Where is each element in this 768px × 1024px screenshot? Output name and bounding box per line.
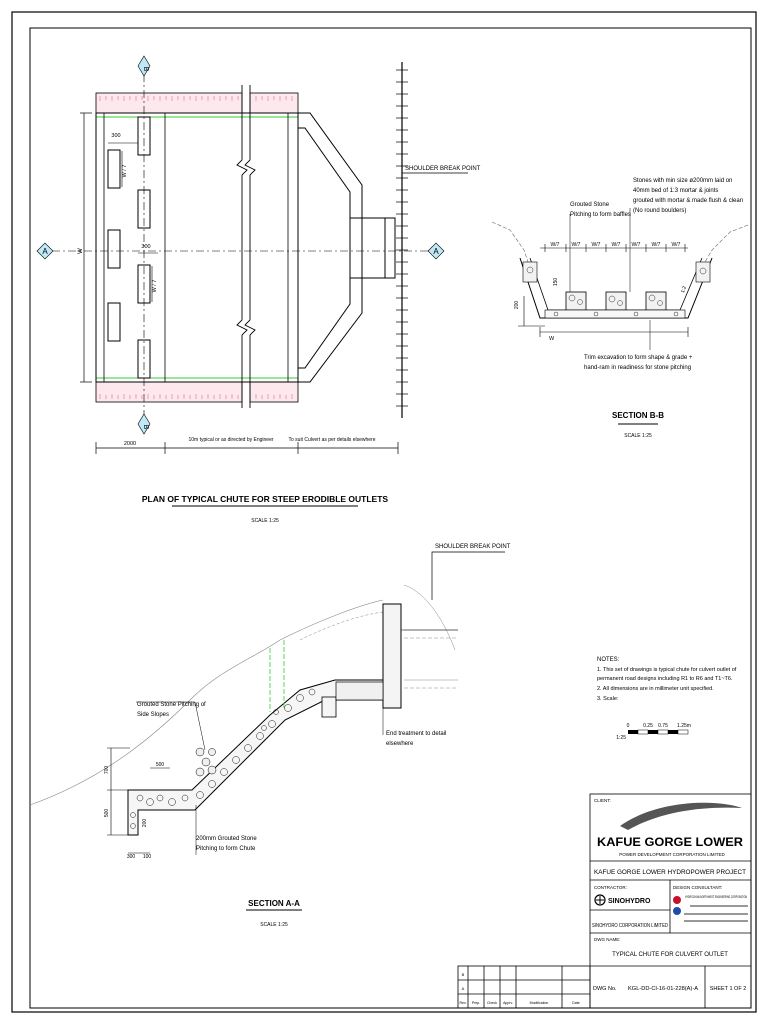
client-logo-swoosh-icon <box>620 802 742 830</box>
section-marker-b-top <box>137 55 151 77</box>
plan-dim-300-top: 300 <box>111 133 120 139</box>
bb-dim-200: 200 <box>514 301 520 310</box>
bb-note-grouted-2: Pitching to form baffles <box>570 212 631 218</box>
aa-note-side-2: Side Slopes <box>137 712 169 718</box>
plan-marker-b-bottom-label: B <box>142 425 149 430</box>
consultant-label: DESIGN CONSULTANT: <box>673 885 722 890</box>
rev-head-rev: Rev. <box>460 1001 467 1005</box>
rev-head-apprv: Apprv. <box>503 1001 513 1005</box>
bb-w7-2: W/7 <box>572 242 581 248</box>
aa-title: SECTION A-A <box>248 899 300 908</box>
rev-row-a: A <box>462 986 465 991</box>
plan-dim-w7-a: W / 7 <box>122 165 128 178</box>
notes-item-3: 2. All dimensions are in millimeter unit… <box>597 686 714 692</box>
section-marker-b-bottom <box>137 413 151 435</box>
bb-dim-1-2: 1:2 <box>680 285 688 294</box>
scale-bar <box>628 729 689 735</box>
plan-view <box>36 55 468 507</box>
contractor-name: SINOHYDRO CORPORATION LIMITED <box>592 923 668 929</box>
rev-head-prep: Prep. <box>472 1001 480 1005</box>
plan-shoulder-label: SHOULDER BREAK POINT <box>405 166 481 172</box>
consultant-logo-icon <box>673 896 681 915</box>
bb-w7-7: W/7 <box>672 242 681 248</box>
bb-note-grouted-1: Grouted Stone <box>570 202 610 208</box>
consultant-name: HYDROCHINA NORTHWEST ENGINEERING CORPORA… <box>685 895 747 899</box>
plan-dim-2000: 2000 <box>124 441 136 447</box>
notes-item-1: 1. This set of drawings is typical chute… <box>597 667 737 673</box>
aa-dim-300: 300 <box>127 854 136 860</box>
bb-scale: SCALE 1:25 <box>624 433 652 439</box>
plan-marker-a-right-label: A <box>433 247 439 256</box>
plan-title: PLAN OF TYPICAL CHUTE FOR STEEP ERODIBLE… <box>142 494 389 504</box>
client-name: KAFUE GORGE LOWER <box>597 835 743 849</box>
aa-dim-500-lower: 500 <box>104 809 110 818</box>
aa-dim-500: 500 <box>156 762 165 768</box>
plan-dim-300-mid: 300 <box>141 244 150 250</box>
bb-dim-w: W <box>549 336 555 342</box>
plan-marker-a-left-label: A <box>42 247 48 256</box>
aa-note-end-1: End treatment to detail <box>386 731 446 737</box>
contractor-logo-text: SINOHYDRO <box>608 898 651 905</box>
aa-note-chute-2: Pitching to form Chute <box>196 846 256 852</box>
scale-ratio: 1:25 <box>616 735 626 741</box>
plan-dim-10m: 10m typical or as directed by Engineer <box>188 437 273 443</box>
client-sub: POWER DEVELOPMENT CORPORATION LIMITED <box>619 852 725 857</box>
bb-w7-5: W/7 <box>632 242 641 248</box>
aa-dim-700: 700 <box>104 766 110 775</box>
bb-dim-150: 150 <box>553 278 559 287</box>
aa-dim-200: 200 <box>142 819 148 828</box>
bb-note-stones-4: (No round boulders) <box>633 208 686 214</box>
aa-note-side-1: Grouted Stone Pitching of <box>137 702 206 708</box>
plan-dim-w7-b: W / 7 <box>152 280 158 293</box>
bb-note-stones-2: 40mm bed of 1:3 mortar & joints <box>633 188 718 194</box>
bb-note-trim-1: Trim excavation to form shape & grade + <box>584 355 693 361</box>
scale-tick-1: 0.25 <box>643 723 653 729</box>
title-block <box>457 793 752 1009</box>
contractor-label: CONTRACTOR: <box>594 885 627 890</box>
plan-dim-w: W <box>78 248 84 254</box>
sinohydro-logo-icon <box>594 894 606 906</box>
outer-border <box>11 11 757 1013</box>
bb-w7-6: W/7 <box>652 242 661 248</box>
notes-item-4: 3. Scale: <box>597 696 619 702</box>
drawing-name: TYPICAL CHUTE FOR CULVERT OUTLET <box>612 952 728 958</box>
rev-head-date: Date <box>572 1001 579 1005</box>
bb-title: SECTION B-B <box>612 411 664 420</box>
plan-marker-b-top-label: B <box>142 67 149 72</box>
section-bb-drawing <box>491 208 749 425</box>
bb-note-stones-3: grouted with mortar & made flush & clean <box>633 198 743 204</box>
scale-tick-3: 1.25m <box>677 723 691 729</box>
rev-head-check: Check <box>487 1001 497 1005</box>
dwg-no-label: DWG No. <box>593 986 617 992</box>
bb-w7-4: W/7 <box>612 242 621 248</box>
bb-w7-1: W/7 <box>551 242 560 248</box>
notes-heading: NOTES: <box>597 657 620 663</box>
bb-note-trim-2: hand-ram in readiness for stone pitching <box>584 365 691 371</box>
rev-row-b: B <box>462 972 465 977</box>
aa-note-chute-1: 200mm Grouted Stone <box>196 836 257 842</box>
inner-border <box>29 27 752 1009</box>
rev-head-modification: Modification <box>530 1001 549 1005</box>
aa-shoulder-label: SHOULDER BREAK POINT <box>435 544 511 550</box>
bb-note-stones-1: Stones with min size ø200mm laid on <box>633 178 732 184</box>
bb-w7-3: W/7 <box>592 242 601 248</box>
plan-scale: SCALE 1:25 <box>251 518 279 524</box>
plan-dim-culvert: To suit Culvert as per details elsewhere <box>289 437 376 443</box>
sheet-number: SHEET 1 OF 2 <box>710 986 747 992</box>
scale-tick-0: 0 <box>627 723 630 729</box>
aa-note-end-2: elsewhere <box>386 741 414 747</box>
section-marker-a-right <box>427 242 445 260</box>
scale-tick-2: 0.75 <box>658 723 668 729</box>
section-aa-drawing <box>29 551 505 911</box>
project-title: KAFUE GORGE LOWER HYDROPOWER PROJECT <box>594 869 746 876</box>
aa-scale: SCALE 1:25 <box>260 922 288 928</box>
drawing-name-label: DWG NAME: <box>594 937 621 942</box>
dwg-no: KGL-DD-CI-16-01-228(A)-A <box>628 986 698 992</box>
notes-item-2: permanent road designs including R1 to R… <box>597 676 733 682</box>
consultant-address-lines <box>684 905 748 922</box>
aa-dim-100: 100 <box>143 854 152 860</box>
section-marker-a-left <box>36 242 54 260</box>
client-label: CLIENT: <box>594 798 611 803</box>
